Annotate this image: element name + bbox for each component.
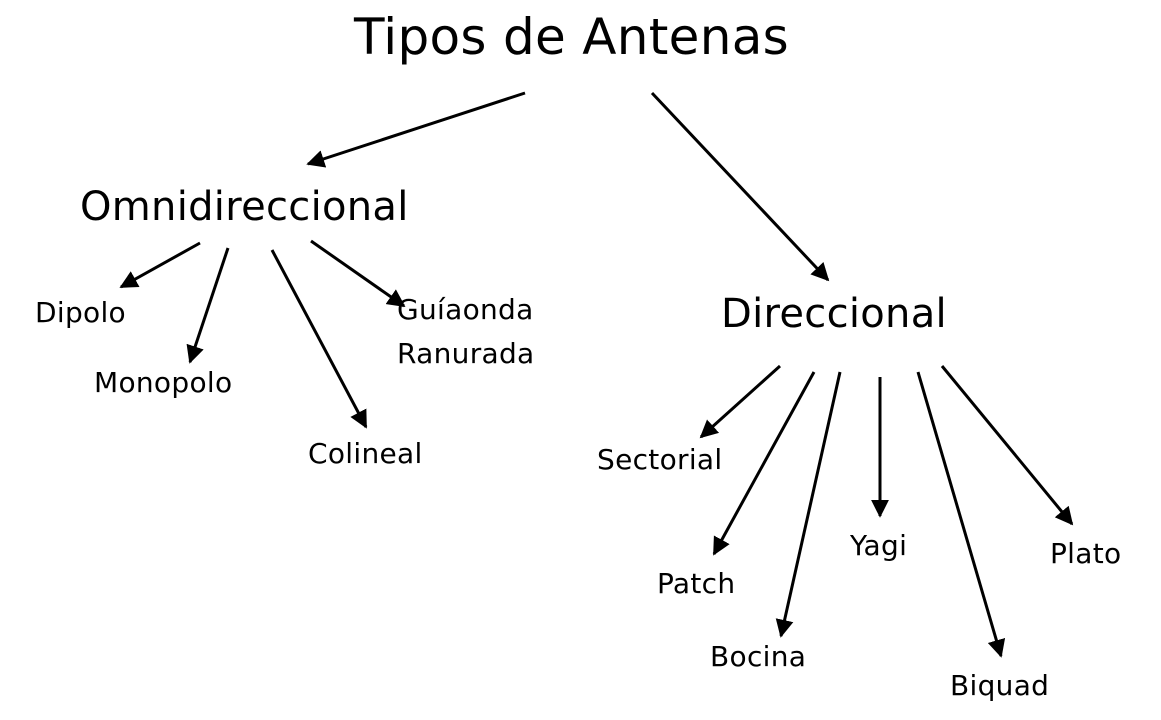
leaf-guiaonda-line2: Ranurada — [397, 337, 535, 370]
arrow-title-to-omnidireccional — [306, 91, 526, 168]
leaf-bocina: Bocina — [710, 640, 807, 673]
leaf-yagi: Yagi — [850, 529, 908, 562]
leaf-sectorial: Sectorial — [597, 443, 723, 476]
arrow-dir-to-bocina — [775, 371, 842, 638]
arrow-title-to-direccional — [650, 91, 830, 282]
arrow-omni-to-dipolo — [119, 241, 201, 289]
arrow-omni-to-monopolo — [186, 247, 230, 364]
category-direccional: Direccional — [721, 291, 947, 337]
leaf-patch: Patch — [657, 567, 736, 600]
arrow-dir-to-plato — [940, 365, 1074, 526]
leaf-plato: Plato — [1050, 537, 1122, 570]
category-omnidireccional: Omnidireccional — [80, 184, 409, 230]
leaf-monopolo: Monopolo — [94, 366, 233, 399]
diagram-title: Tipos de Antenas — [354, 8, 789, 66]
arrow-omni-to-guiaonda — [310, 239, 406, 308]
leaf-colineal: Colineal — [308, 437, 423, 470]
arrow-dir-to-sectorial — [699, 364, 782, 439]
leaf-biquad: Biquad — [950, 669, 1050, 702]
leaf-dipolo: Dipolo — [35, 296, 126, 329]
leaf-guiaonda-line1: Guíaonda — [397, 293, 534, 326]
arrow-dir-to-biquad — [916, 371, 1006, 658]
arrow-omni-to-colineal — [270, 249, 368, 429]
arrow-dir-to-patch — [712, 371, 816, 556]
